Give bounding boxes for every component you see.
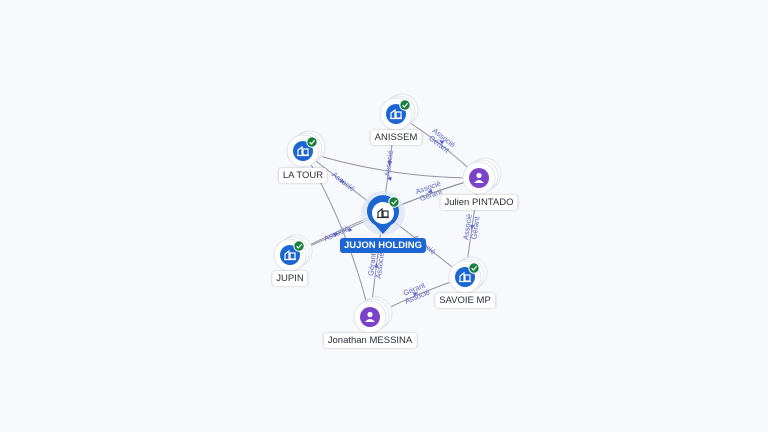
edge-label: Associé [330,170,356,193]
edge-arrow-icon [470,224,475,230]
node-latour[interactable] [286,130,326,168]
node-jupin[interactable] [273,234,313,272]
edge-arrow-icon [387,160,392,166]
edge-arrow-icon [374,262,379,268]
person-icon [474,172,484,183]
building-icon [297,145,309,157]
verified-check-icon [388,196,400,208]
edge-arrow-icon [339,178,345,184]
verified-check-icon [468,262,480,274]
edge-label: Gérant [469,215,481,240]
edge-arrow-icon [439,139,445,145]
edge-label: Associé [374,252,386,279]
person-icon [365,311,375,322]
node-jonathan[interactable] [353,296,393,334]
node-anissem[interactable] [379,93,419,131]
building-icon [284,249,296,261]
node-savoie[interactable] [448,256,488,294]
building-icon [459,271,471,283]
edge-label: Gérant [366,252,378,277]
edge-arrow-icon [333,232,339,237]
node-julien[interactable] [462,157,502,195]
building-icon [390,108,402,120]
edge-arrow-icon [427,189,433,193]
verified-check-icon [306,136,318,148]
edge-line [302,150,480,179]
node-label-jonathan[interactable]: Jonathan MESSINA [323,333,417,348]
edge-label: Associé [383,150,395,177]
edge-label: Associé [461,213,474,240]
node-label-jujon[interactable]: JUJON HOLDING [339,238,427,253]
node-label-jupin[interactable]: JUPIN [272,271,308,286]
verified-check-icon [399,99,411,111]
building-icon [377,207,389,219]
node-label-savoie[interactable]: SAVOIE MP [435,293,495,308]
node-label-julien[interactable]: Julien PINTADO [440,195,518,210]
node-label-latour[interactable]: LA TOUR [278,168,328,183]
edge-arrow-icon [412,292,419,297]
node-label-anissem[interactable]: ANISSEM [370,130,422,145]
nodes-layer [273,93,502,334]
verified-check-icon [293,240,305,252]
node-jujon[interactable] [361,191,405,235]
